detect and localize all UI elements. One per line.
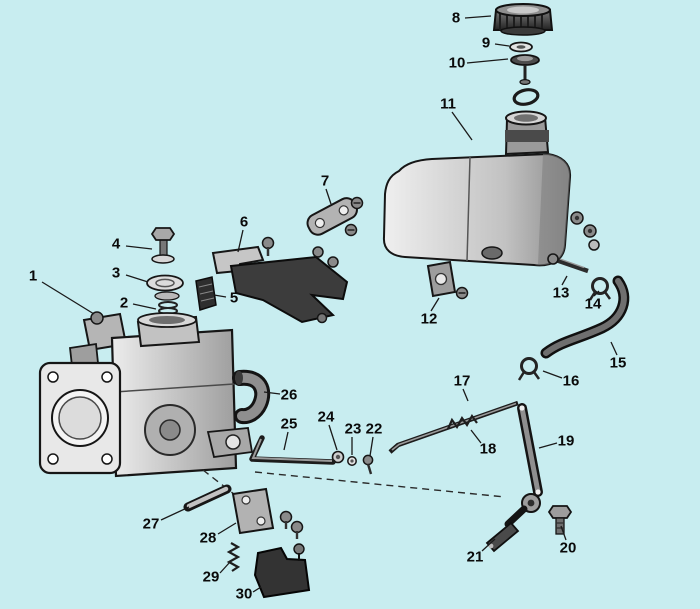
part-12-clamp: [426, 260, 469, 300]
leader-line-19: [538, 442, 558, 449]
leader-line-4: [125, 245, 153, 250]
part-19-link-lever: [504, 403, 543, 528]
leader-line-14: [593, 290, 600, 297]
part-29-spring: [226, 542, 241, 572]
part-3-cover: [146, 274, 184, 301]
leader-line-10: [466, 58, 509, 64]
part-17-link-rod: [388, 400, 519, 454]
part-1-carburetor: [38, 311, 254, 478]
leader-line-15: [610, 341, 618, 356]
part-15-hose: [540, 275, 630, 359]
leader-line-30: [252, 586, 262, 593]
part-22-screw: [362, 454, 374, 475]
leader-line-16: [542, 370, 563, 379]
part-8-filler-cap: [492, 3, 554, 36]
part-28-bracket-plate: [231, 487, 304, 539]
leader-line-20: [560, 525, 567, 541]
tank-mount-bolts: [570, 211, 600, 251]
part-25-throttle-rod: [249, 435, 336, 465]
part-6-plate: [211, 236, 275, 275]
part-27-pin: [183, 484, 232, 512]
part-26-elbow-fitting: [232, 369, 271, 425]
leader-line-3: [125, 274, 149, 283]
leader-line-28: [217, 522, 237, 535]
part-16-hose-clamp: [517, 357, 541, 381]
leader-line-22: [369, 436, 374, 457]
leader-line-1: [41, 281, 95, 315]
leader-line-11: [451, 111, 473, 141]
part-9-washer: [509, 41, 533, 53]
leader-line-24: [328, 424, 338, 451]
leader-lines: [41, 15, 618, 593]
leader-line-27: [160, 506, 190, 521]
part-7-bracket: [306, 196, 364, 237]
part-14-hose-clamp: [588, 277, 612, 301]
part-11-oil-tank: [382, 110, 572, 267]
part-13-bolt: [547, 253, 589, 274]
part-5-gasket: [195, 276, 217, 311]
mount-bracket-dark: [229, 246, 349, 324]
leader-line-5: [213, 294, 227, 298]
leader-line-12: [430, 297, 440, 312]
leader-line-18: [470, 429, 482, 444]
leader-line-25: [283, 431, 289, 451]
leader-line-8: [464, 15, 492, 19]
leader-line-6: [237, 229, 244, 253]
leader-line-9: [494, 43, 510, 47]
part-4-bolt: [150, 227, 176, 264]
part-23-washer: [347, 456, 357, 466]
leader-line-13: [561, 275, 568, 286]
part-21-lever: [485, 521, 520, 553]
part-10-seal: [510, 54, 540, 106]
leader-line-21: [481, 538, 496, 552]
leader-line-26: [263, 391, 281, 395]
leader-line-7: [325, 188, 332, 205]
part-24-washer: [331, 450, 345, 464]
part-18-spring: [446, 413, 478, 430]
leader-line-29: [219, 561, 231, 574]
leader-line-17: [462, 388, 469, 402]
leader-line-2: [132, 303, 157, 310]
part-30-bracket: [253, 543, 311, 599]
part-20-bolt: [547, 505, 573, 535]
